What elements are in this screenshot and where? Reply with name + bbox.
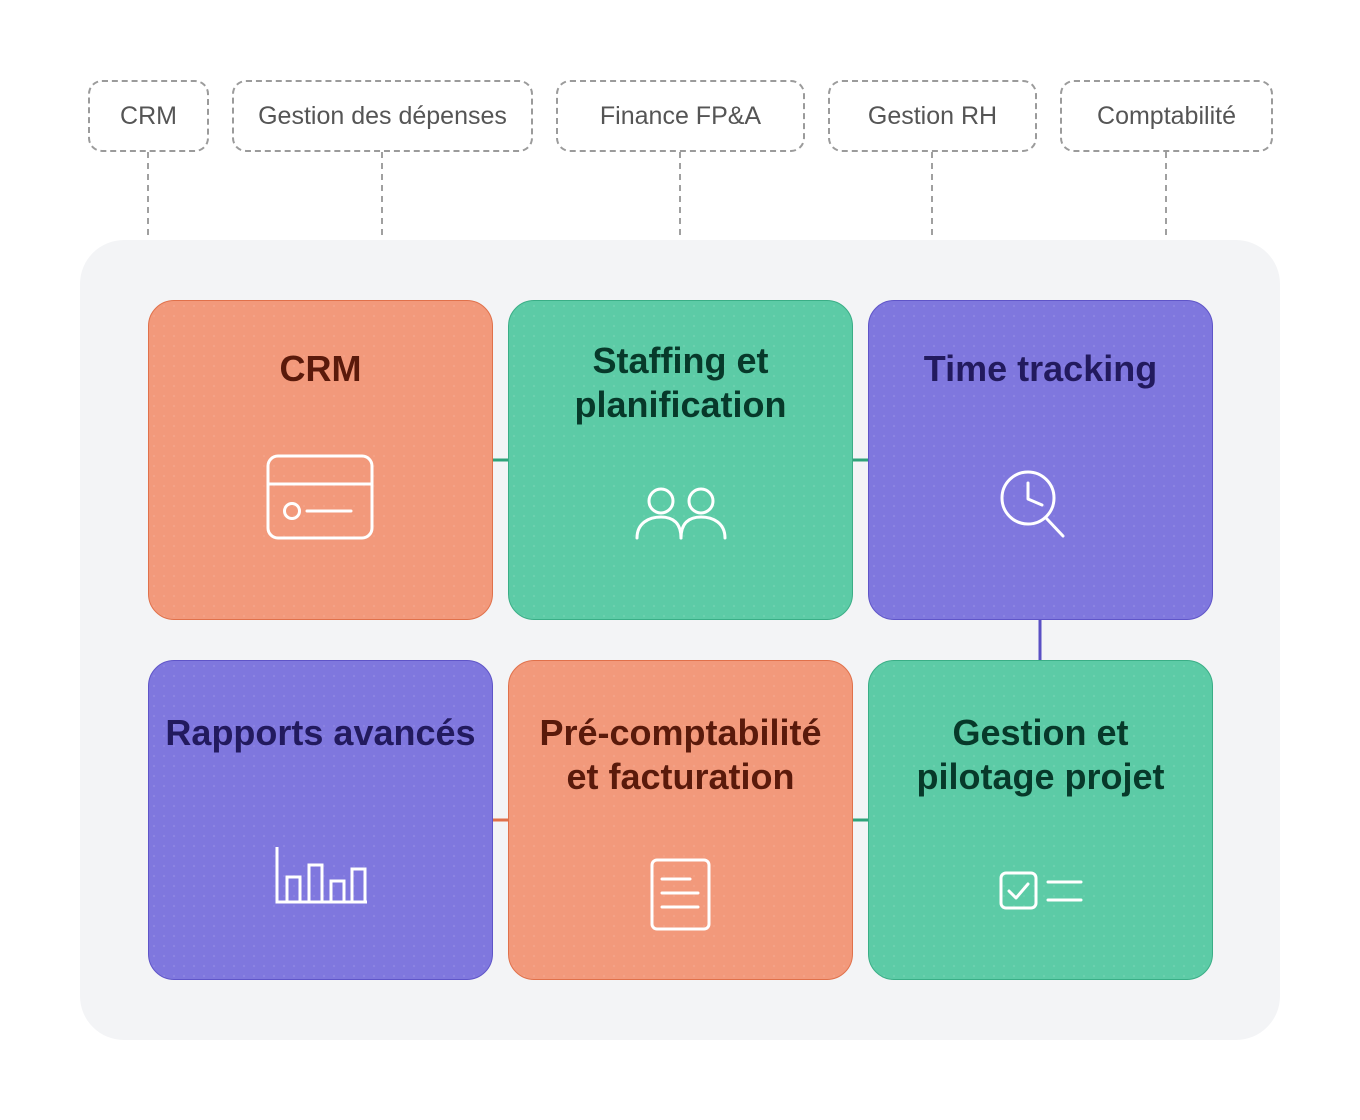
users-icon [635, 487, 727, 540]
card-crm[interactable]: CRM [148, 300, 493, 620]
card-staffing[interactable]: Staffing et planification [508, 300, 853, 620]
card-crm-title: CRM [279, 348, 362, 389]
checklist-icon [999, 871, 1083, 910]
card-time-tracking[interactable]: Time tracking [868, 300, 1213, 620]
card-gestion-projet[interactable]: Gestion et pilotage projet [868, 660, 1213, 980]
card-precomptabilite-title: Pré-comptabilité et facturation [539, 712, 822, 797]
credit-card-icon [266, 454, 374, 540]
clock-search-icon [1000, 470, 1065, 538]
top-label-finance-fpa: Finance FP&A [556, 80, 805, 152]
card-rapports[interactable]: Rapports avancés [148, 660, 493, 980]
card-rapports-title: Rapports avancés [165, 712, 476, 753]
card-time-tracking-title: Time tracking [923, 348, 1158, 389]
card-precomptabilite[interactable]: Pré-comptabilité et facturation [508, 660, 853, 980]
card-gestion-projet-title: Gestion et pilotage projet [916, 712, 1165, 797]
top-label-crm: CRM [88, 80, 209, 152]
top-label-comptabilite: Comptabilité [1060, 80, 1273, 152]
document-icon [650, 858, 711, 931]
bar-chart-icon [275, 847, 367, 904]
top-label-gestion-rh: Gestion RH [828, 80, 1037, 152]
card-staffing-title: Staffing et planification [574, 340, 787, 425]
top-label-gestion-depenses: Gestion des dépenses [232, 80, 533, 152]
